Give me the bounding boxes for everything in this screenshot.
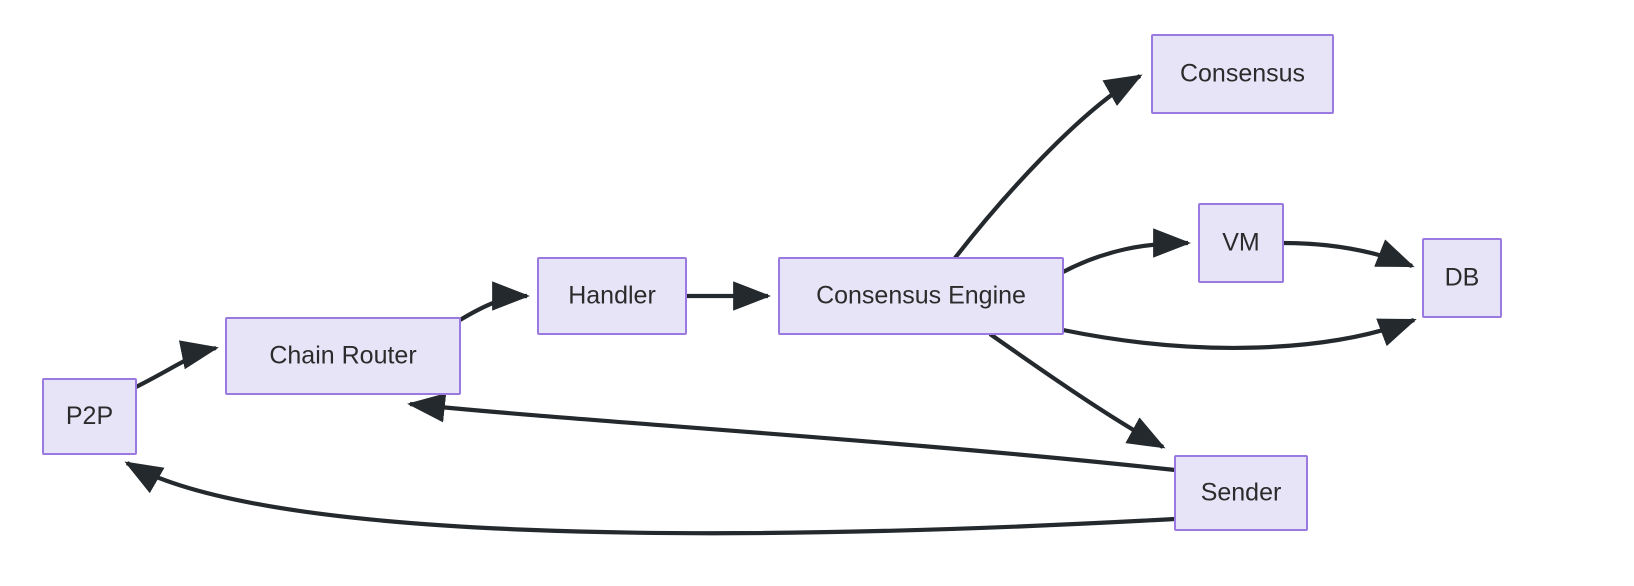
- node-box-engine[interactable]: [778, 257, 1064, 335]
- node-vm[interactable]: VM: [1198, 203, 1284, 283]
- node-engine[interactable]: Consensus Engine: [778, 257, 1064, 335]
- node-consensus[interactable]: Consensus: [1151, 34, 1334, 114]
- edge-engine-to-sender: [988, 332, 1166, 449]
- edges-layer: [124, 74, 1417, 536]
- node-box-consensus[interactable]: [1151, 34, 1334, 114]
- node-handler[interactable]: Handler: [537, 257, 687, 335]
- edge-engine-to-consensus: [953, 74, 1143, 260]
- node-label-sender: Sender: [1201, 479, 1282, 507]
- edge-engine-to-db: [1062, 318, 1417, 350]
- node-db[interactable]: DB: [1422, 238, 1502, 318]
- edge-sender-to-router: [407, 393, 1176, 473]
- node-router[interactable]: Chain Router: [225, 317, 461, 395]
- edge-engine-to-vm: [1062, 228, 1191, 274]
- edge-router-to-handler: [458, 281, 530, 322]
- node-label-vm: VM: [1222, 229, 1260, 257]
- node-box-vm[interactable]: [1198, 203, 1284, 283]
- nodes-layer: P2P Chain Router Handler Consensus Engine Co…: [42, 34, 1502, 531]
- node-box-handler[interactable]: [537, 257, 687, 335]
- node-sender[interactable]: Sender: [1174, 455, 1308, 531]
- node-label-p2p: P2P: [66, 402, 113, 430]
- node-box-p2p[interactable]: [42, 378, 137, 455]
- node-box-router[interactable]: [225, 317, 461, 395]
- node-label-db: DB: [1445, 264, 1480, 292]
- node-label-router: Chain Router: [269, 342, 416, 370]
- edge-vm-to-db: [1282, 239, 1415, 268]
- node-box-db[interactable]: [1422, 238, 1502, 318]
- node-box-sender[interactable]: [1174, 455, 1308, 531]
- edge-p2p-to-router: [135, 340, 219, 389]
- edge-sender-to-p2p: [124, 461, 1176, 536]
- node-label-consensus: Consensus: [1180, 60, 1305, 88]
- node-label-handler: Handler: [568, 282, 656, 310]
- node-label-engine: Consensus Engine: [816, 282, 1026, 310]
- node-p2p[interactable]: P2P: [42, 378, 137, 455]
